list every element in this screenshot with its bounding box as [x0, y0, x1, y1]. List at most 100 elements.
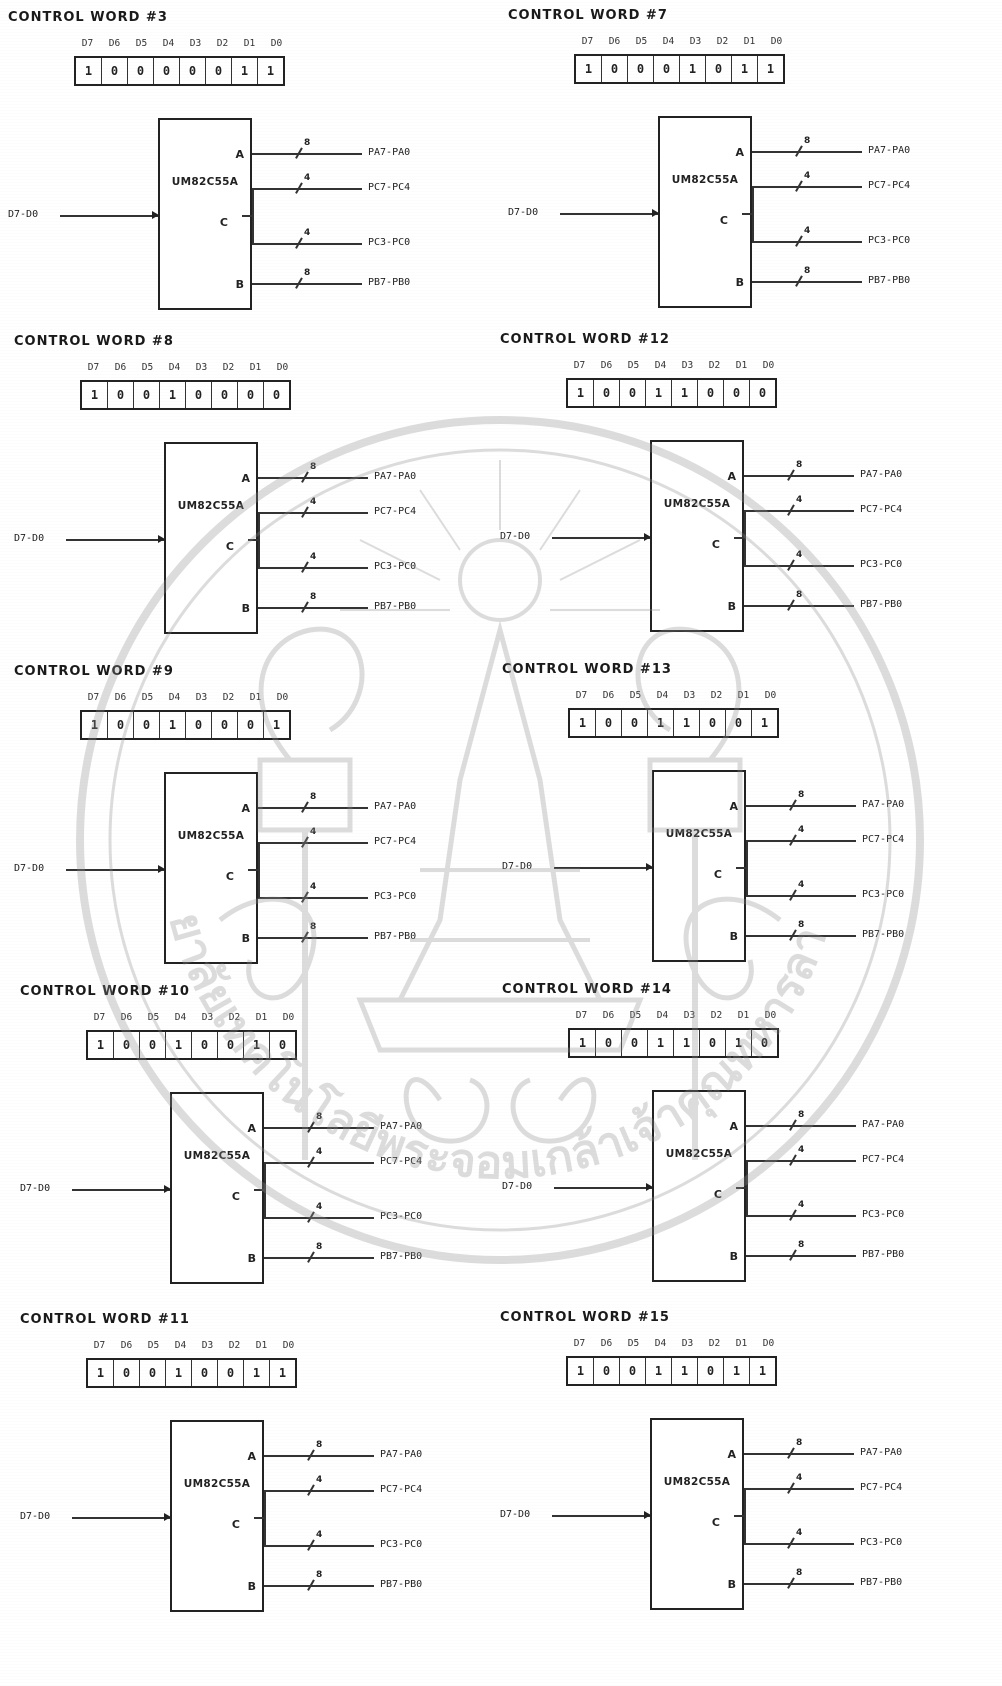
bit-label: D1: [736, 36, 763, 47]
ppi-chip: UM82C55A A C B: [170, 1420, 264, 1612]
port-c-bracket: [744, 1488, 746, 1544]
bit-cell: 0: [134, 382, 160, 408]
port-cl-line: [746, 895, 856, 897]
port-cu-width: 4: [798, 825, 804, 835]
port-b-line: [744, 605, 854, 607]
bit-label: D0: [269, 362, 296, 373]
port-cl-width: 4: [316, 1530, 322, 1540]
bit-header: D7 D6 D5 D4 D3 D2 D1 D0: [86, 1012, 302, 1023]
port-b-width: 8: [798, 1240, 804, 1250]
port-a-pins: PA7-PA0: [380, 1449, 422, 1460]
bit-label: D3: [676, 1010, 703, 1021]
port-b-pins: PB7-PB0: [380, 1579, 422, 1590]
bit-label: D5: [628, 36, 655, 47]
bit-cell: 0: [698, 380, 724, 406]
port-a-pins: PA7-PA0: [374, 471, 416, 482]
ppi-chip: UM82C55A A C B: [164, 442, 258, 634]
port-c-stub: [736, 1187, 746, 1189]
control-word-panel-4: CONTROL WORD #12 D7 D6 D5 D4 D3 D2 D1 D0…: [500, 332, 980, 652]
port-cu-width: 4: [796, 495, 802, 505]
bit-label: D2: [215, 692, 242, 703]
bit-cell: 0: [620, 380, 646, 406]
port-cu-width: 4: [798, 1145, 804, 1155]
bit-header: D7 D6 D5 D4 D3 D2 D1 D0: [566, 1338, 782, 1349]
port-cu-line: [746, 1160, 856, 1162]
control-word-register: 1 0 0 1 0 0 0 0: [80, 380, 291, 410]
panel-title: CONTROL WORD #12: [500, 332, 670, 347]
port-b-width: 8: [316, 1242, 322, 1252]
control-word-panel-3: CONTROL WORD #8 D7 D6 D5 D4 D3 D2 D1 D0 …: [14, 334, 494, 654]
control-word-register: 1 0 0 1 1 0 0 1: [568, 708, 779, 738]
bit-label: D0: [263, 38, 290, 49]
bit-cell: 0: [270, 1032, 295, 1058]
bit-cell: 1: [270, 1360, 295, 1386]
data-bus-line: [66, 539, 164, 541]
port-b-width: 8: [798, 920, 804, 930]
ppi-chip: UM82C55A A C B: [158, 118, 252, 310]
control-word-panel-1: CONTROL WORD #3 D7 D6 D5 D4 D3 D2 D1 D0 …: [8, 10, 488, 330]
port-c-stub: [736, 867, 746, 869]
bit-label: D2: [215, 362, 242, 373]
bit-label: D1: [728, 1338, 755, 1349]
data-bus-label: D7-D0: [500, 531, 530, 542]
port-a-letter: A: [247, 1450, 256, 1463]
port-cl-width: 4: [804, 226, 810, 236]
bit-label: D1: [730, 1010, 757, 1021]
bit-cell: 0: [114, 1360, 140, 1386]
port-b-line: [746, 1255, 856, 1257]
port-cl-width: 4: [796, 1528, 802, 1538]
bit-cell: 0: [114, 1032, 140, 1058]
port-a-line: [252, 153, 362, 155]
bit-label: D6: [113, 1012, 140, 1023]
bit-cell: 0: [620, 1358, 646, 1384]
control-word-register: 1 0 0 1 1 0 1 1: [566, 1356, 777, 1386]
port-cl-line: [258, 897, 368, 899]
bit-cell: 0: [594, 1358, 620, 1384]
port-b-line: [746, 935, 856, 937]
port-a-pins: PA7-PA0: [862, 799, 904, 810]
port-c-letter: C: [226, 870, 234, 883]
port-cu-width: 4: [316, 1475, 322, 1485]
port-c-stub: [734, 537, 744, 539]
port-cl-pins: PC3-PC0: [380, 1211, 422, 1222]
port-b-line: [252, 283, 362, 285]
port-b-width: 8: [304, 268, 310, 278]
bit-label: D7: [568, 1010, 595, 1021]
bit-label: D3: [194, 1340, 221, 1351]
port-a-width: 8: [798, 1110, 804, 1120]
port-cl-width: 4: [798, 1200, 804, 1210]
bit-header: D7 D6 D5 D4 D3 D2 D1 D0: [80, 362, 296, 373]
port-c-bracket: [746, 1160, 748, 1216]
port-cu-line: [258, 842, 368, 844]
port-b-pins: PB7-PB0: [862, 1249, 904, 1260]
port-b-pins: PB7-PB0: [380, 1251, 422, 1262]
bit-cell: 1: [672, 380, 698, 406]
bit-label: D7: [574, 36, 601, 47]
port-b-line: [258, 937, 368, 939]
port-a-pins: PA7-PA0: [868, 145, 910, 156]
bit-header: D7 D6 D5 D4 D3 D2 D1 D0: [74, 38, 290, 49]
port-a-width: 8: [316, 1440, 322, 1450]
port-cl-line: [252, 243, 362, 245]
bit-cell: 0: [180, 58, 206, 84]
port-b-letter: B: [736, 276, 744, 289]
control-word-register: 1 0 0 1 1 0 1 0: [568, 1028, 779, 1058]
port-b-pins: PB7-PB0: [860, 599, 902, 610]
bit-cell: 0: [622, 1030, 648, 1056]
bit-cell: 1: [76, 58, 102, 84]
port-a-letter: A: [727, 470, 736, 483]
port-a-letter: A: [241, 802, 250, 815]
port-cu-width: 4: [304, 173, 310, 183]
bit-label: D4: [155, 38, 182, 49]
port-a-width: 8: [796, 460, 802, 470]
port-cu-pins: PC7-PC4: [860, 1482, 902, 1493]
bit-cell: 0: [186, 382, 212, 408]
port-b-letter: B: [242, 602, 250, 615]
bit-label: D3: [188, 692, 215, 703]
data-bus-line: [60, 215, 158, 217]
control-word-register: 1 0 0 1 0 0 1 0: [86, 1030, 297, 1060]
port-a-pins: PA7-PA0: [860, 1447, 902, 1458]
port-a-line: [264, 1127, 374, 1129]
control-word-panel-10: CONTROL WORD #15 D7 D6 D5 D4 D3 D2 D1 D0…: [500, 1310, 980, 1630]
port-c-bracket: [752, 186, 754, 242]
